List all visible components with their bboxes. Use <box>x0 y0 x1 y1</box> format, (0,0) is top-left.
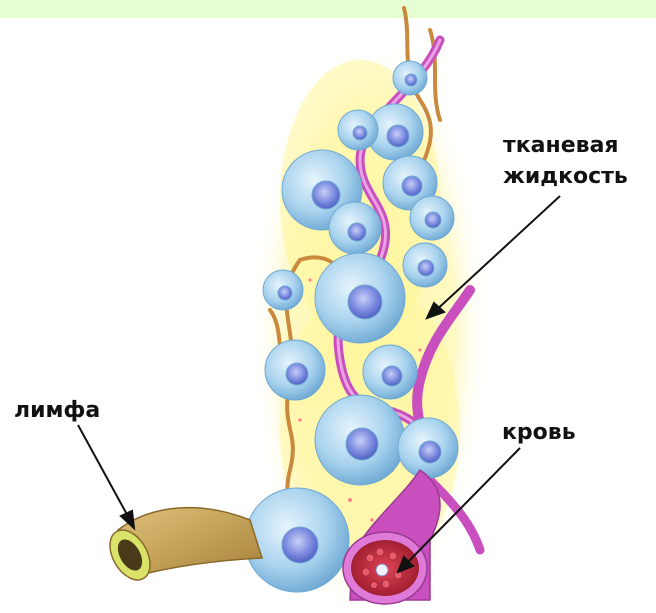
cell <box>315 395 405 485</box>
cell <box>398 418 458 478</box>
tissue-fluid-label-line2: жидкость <box>503 164 628 190</box>
cell <box>410 196 454 240</box>
tissue-fluid-label-line1: тканевая <box>503 133 619 159</box>
cell <box>393 61 427 95</box>
cell <box>403 243 447 287</box>
blood-label: кровь <box>502 420 576 446</box>
cell <box>245 488 349 592</box>
cell <box>338 110 378 150</box>
lymph-label: лимфа <box>14 398 100 424</box>
cell <box>315 253 405 343</box>
cell <box>363 345 417 399</box>
arrow-pointer-lymph <box>78 425 134 528</box>
cell <box>263 270 303 310</box>
cell <box>265 340 325 400</box>
cell <box>329 202 381 254</box>
